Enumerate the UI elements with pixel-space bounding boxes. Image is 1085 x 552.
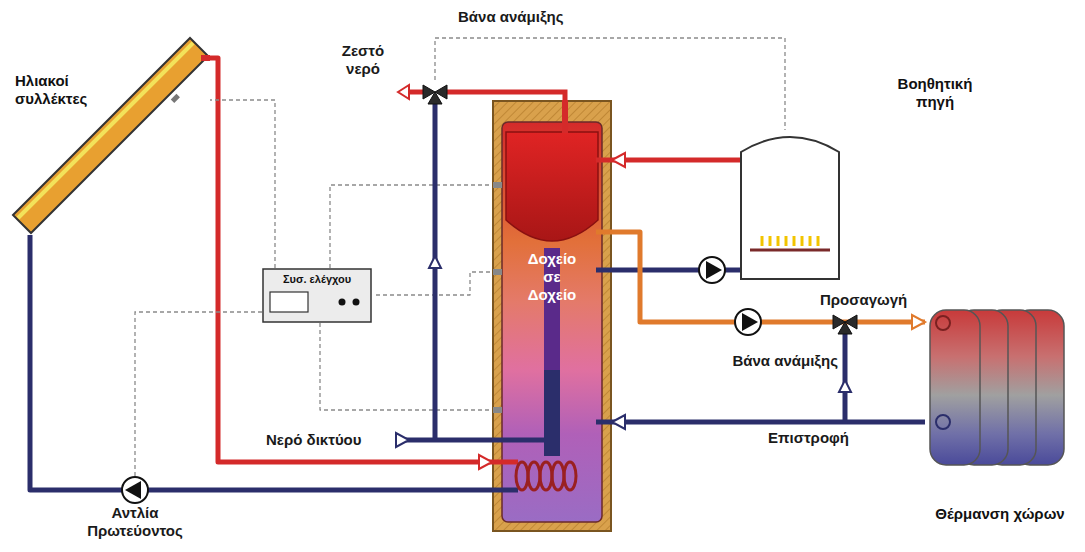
- flow-arrow: [839, 380, 851, 392]
- hot-water-pipe: [447, 92, 565, 100]
- heating-return-pipe: [612, 415, 925, 429]
- pump-symbol: [122, 477, 148, 503]
- control-wire: [135, 312, 262, 476]
- flow-arrow: [396, 433, 409, 447]
- storage-tank-outline: [492, 100, 612, 532]
- collector-flow-pipe-line: [210, 58, 492, 462]
- cold-water-pipe: [404, 438, 492, 443]
- collector-return-pipe: [30, 235, 492, 490]
- valve-label: Βάνα ανάμιξης: [732, 352, 838, 370]
- cold-water-pipe: [433, 104, 438, 440]
- flow-arrow: [398, 85, 409, 99]
- collector-flow-pipe: [210, 58, 492, 469]
- pump-symbol: [742, 313, 758, 331]
- pipe-label: Προσαγωγή: [818, 291, 909, 309]
- pump-symbol: [735, 309, 761, 335]
- storage-tank: Δοχείο σε Δοχείο: [492, 100, 612, 532]
- control-unit-label: Συσ. ελέγχου: [262, 273, 372, 286]
- sensor-wire: [330, 185, 492, 268]
- control-unit: Συσ. ελέγχου: [262, 268, 376, 323]
- sensor-wire-line: [330, 185, 492, 268]
- heating-return-pipe-line: [612, 420, 925, 425]
- pipe-label: Επιστροφή: [766, 429, 851, 447]
- boiler-flow-pipe: [612, 153, 740, 167]
- sensor-wire: [210, 100, 275, 268]
- solar-collector-label: Ηλιακοί συλλέκτες: [15, 72, 100, 108]
- sensor-wire-line: [320, 323, 492, 410]
- sensor-wire: [320, 323, 492, 410]
- solar-collector: Ηλιακοί συλλέκτες: [5, 30, 210, 235]
- valve-label: Βάνα ανάμιξης: [458, 8, 608, 26]
- inlet-label: Νερό δικτύου: [266, 431, 391, 449]
- auxiliary-boiler: Βοηθητική πηγή: [740, 70, 990, 285]
- solar-collector-outline: [5, 30, 210, 235]
- pump-symbol: [699, 257, 725, 283]
- mixing-valve: [428, 92, 442, 104]
- collector-return-pipe-line: [30, 235, 492, 490]
- auxiliary-boiler-label: Βοηθητική πηγή: [885, 75, 985, 111]
- boiler-flow-pipe-line: [612, 158, 740, 163]
- arrow-head: [479, 455, 492, 469]
- radiators-label: Θέρμανση χώρων: [925, 505, 1075, 523]
- outlet-label: Ζεστό νερό: [330, 42, 396, 78]
- radiators-outline: [925, 305, 1075, 535]
- pump-symbol: [125, 481, 141, 499]
- radiators: Θέρμανση χώρων: [925, 305, 1079, 535]
- mixing-valve: [838, 322, 852, 334]
- sensor-wire-line: [210, 100, 275, 268]
- arrow-head: [612, 153, 625, 167]
- arrow-head: [612, 415, 625, 429]
- flow-arrow: [429, 256, 441, 268]
- pump-label: Αντλία Πρωτεύοντος: [78, 504, 192, 540]
- pump-symbol: [706, 261, 722, 279]
- storage-tank-label: Δοχείο σε Δοχείο: [520, 250, 584, 304]
- arrow-head: [912, 315, 925, 329]
